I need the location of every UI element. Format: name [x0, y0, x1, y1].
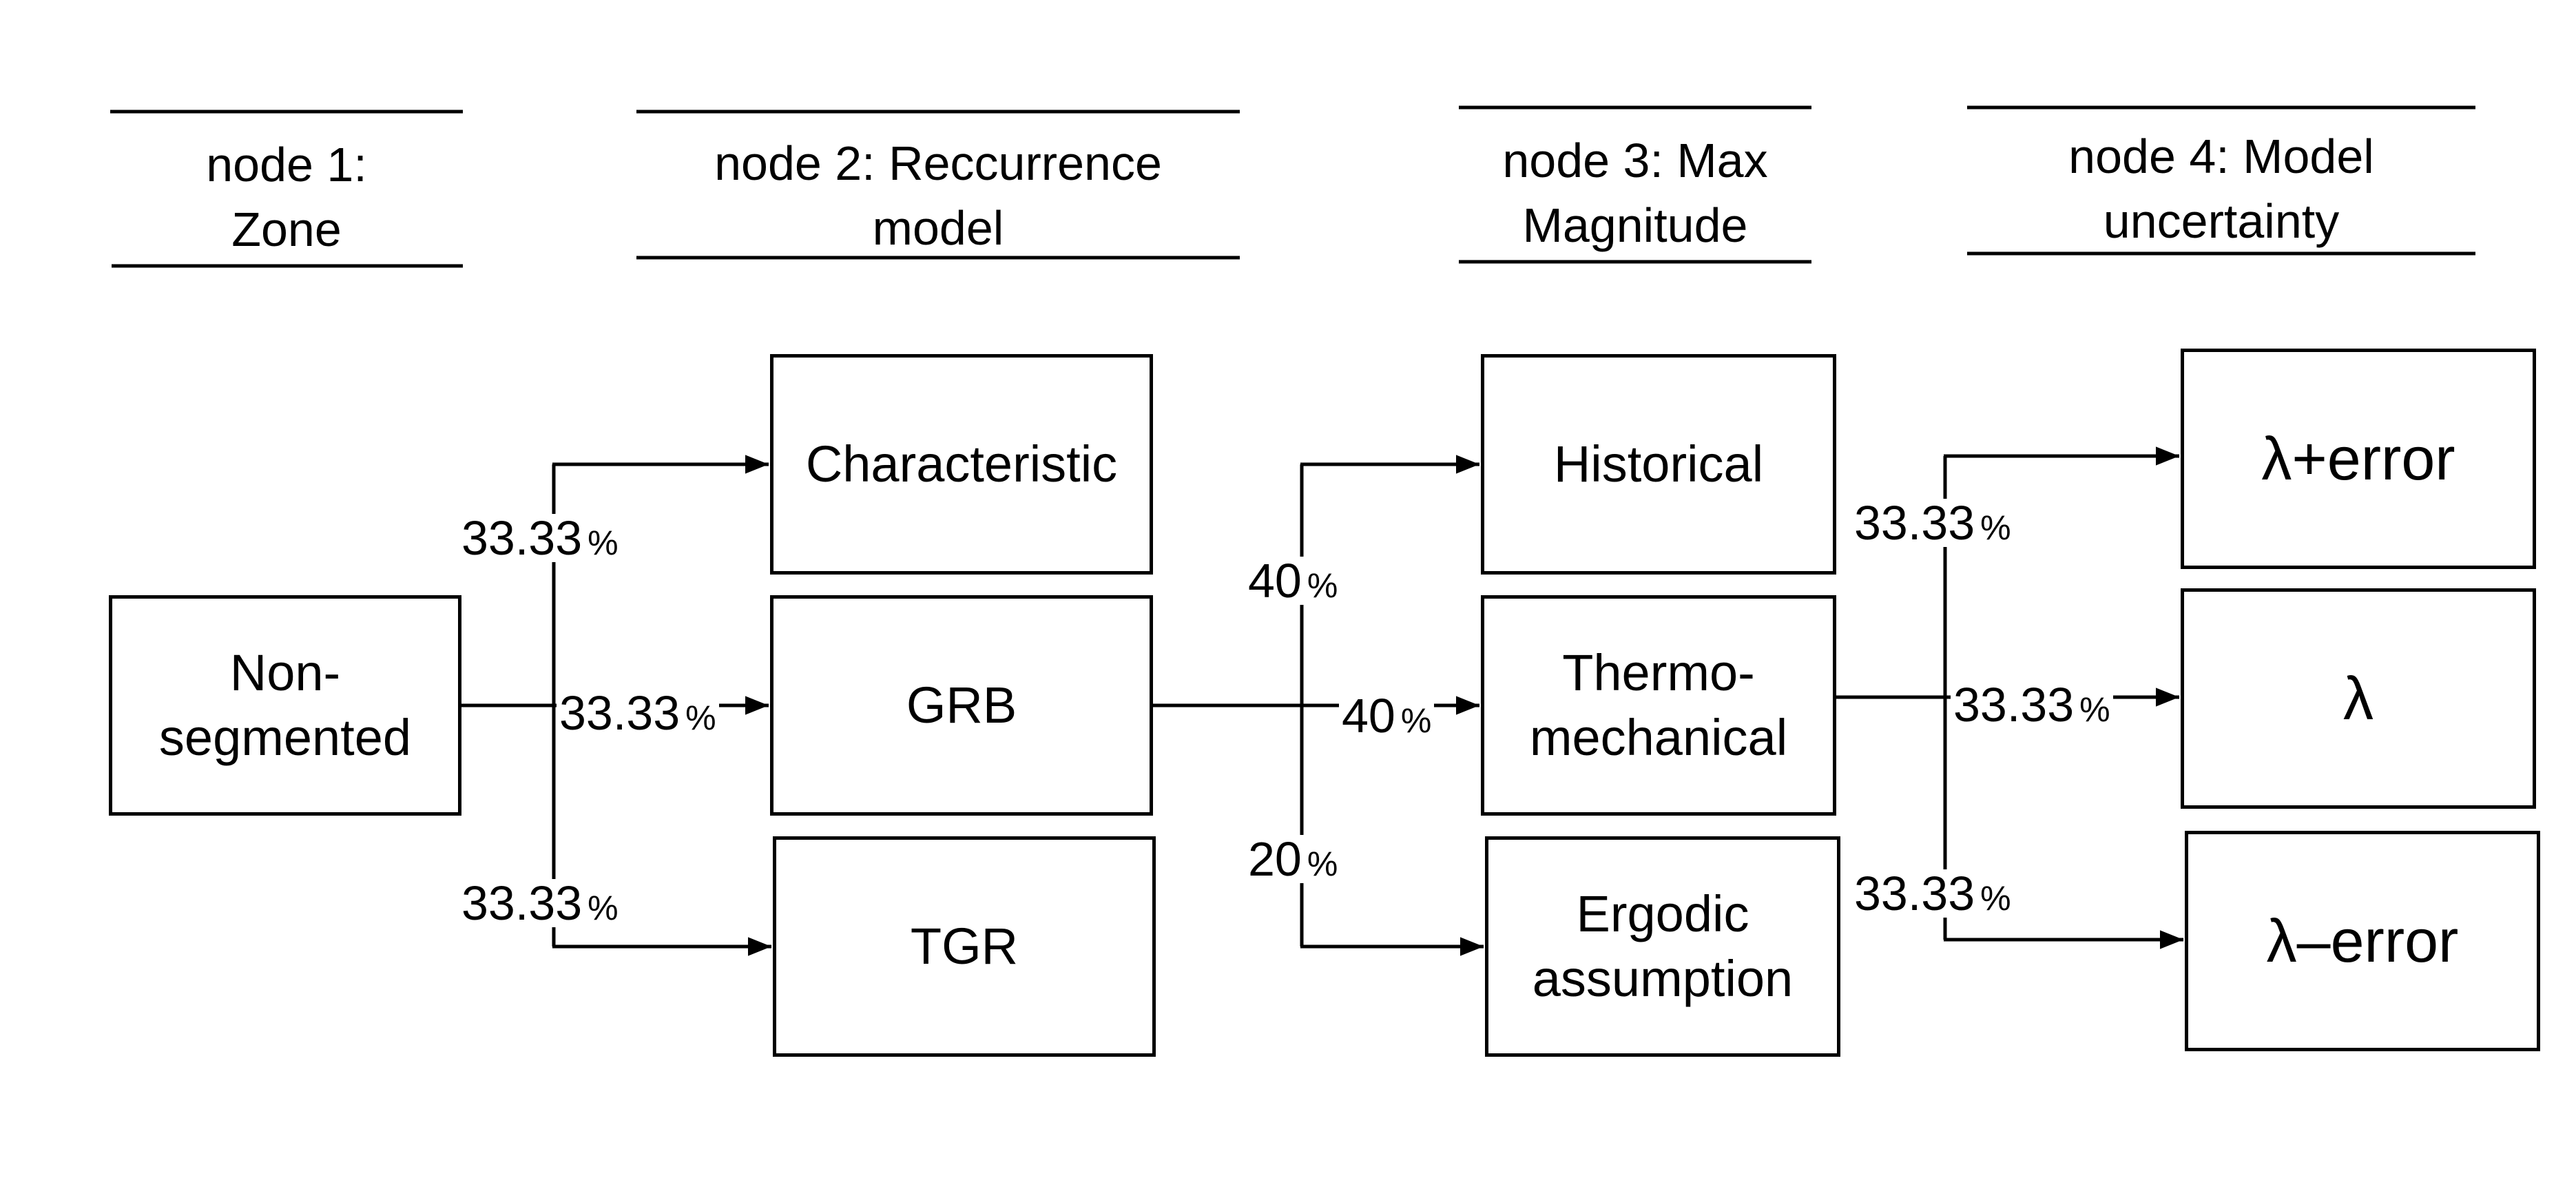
weight-ergodic-value: 20: [1248, 832, 1302, 886]
header-node-4: node 4: Model uncertainty: [1967, 124, 2475, 254]
node-magnitude-thermo-line1: Thermo-: [1562, 644, 1755, 701]
node-recurrence-tgr: TGR: [773, 836, 1156, 1057]
weight-lambda-minus-error: 33.33%: [1850, 869, 2015, 918]
weight-unit: %: [588, 524, 619, 562]
node-uncertainty-lambda-label: λ: [2343, 664, 2374, 732]
weight-thermo-value: 40: [1342, 689, 1395, 743]
header-node-4-line1: node 4: Model: [2068, 130, 2374, 183]
node-magnitude-thermo-mechanical: Thermo- mechanical: [1481, 595, 1836, 816]
weight-unit: %: [588, 889, 619, 927]
weight-characteristic-value: 33.33: [461, 511, 583, 565]
node-zone-line2: segmented: [158, 709, 412, 766]
weight-tgr: 33.33%: [457, 879, 623, 927]
weight-lambda-minus-value: 33.33: [1854, 867, 1975, 920]
weight-unit: %: [1307, 566, 1338, 605]
node-recurrence-tgr-label: TGR: [910, 918, 1019, 975]
weight-lambda-plus-value: 33.33: [1854, 496, 1975, 550]
weight-thermo-mechanical: 40%: [1339, 689, 1435, 743]
weight-historical-value: 40: [1248, 554, 1302, 608]
header-node-2: node 2: Reccurrence model: [636, 131, 1240, 260]
node-zone-non-segmented: Non- segmented: [109, 595, 461, 816]
node-uncertainty-lambda: λ: [2181, 588, 2536, 809]
node-uncertainty-lambda-plus-error: λ+error: [2181, 349, 2536, 569]
node-recurrence-characteristic: Characteristic: [770, 354, 1153, 575]
node-recurrence-characteristic-label: Characteristic: [805, 435, 1118, 493]
node-magnitude-ergodic-assumption: Ergodic assumption: [1485, 836, 1840, 1057]
header-node-2-line1: node 2: Reccurrence: [714, 136, 1162, 190]
node-magnitude-ergodic-line1: Ergodic: [1576, 885, 1749, 942]
node-recurrence-grb: GRB: [770, 595, 1153, 816]
header-node-1: node 1: Zone: [110, 132, 463, 262]
weight-characteristic: 33.33%: [457, 514, 623, 562]
weight-unit: %: [685, 699, 716, 737]
header-node-1-line1: node 1:: [206, 138, 367, 192]
node-uncertainty-minus-label: λ–error: [2266, 907, 2459, 975]
weight-grb-value: 33.33: [559, 686, 681, 740]
header-node-3-line2: Magnitude: [1522, 198, 1748, 252]
weight-historical: 40%: [1244, 557, 1342, 605]
header-node-2-line2: model: [872, 201, 1004, 255]
node-magnitude-thermo-line2: mechanical: [1529, 709, 1788, 766]
weight-unit: %: [2079, 690, 2110, 729]
node-uncertainty-plus-label: λ+error: [2261, 424, 2455, 493]
node-magnitude-historical: Historical: [1481, 354, 1836, 575]
weight-grb: 33.33%: [557, 689, 719, 737]
header-node-4-line2: uncertainty: [2103, 194, 2340, 248]
weight-lambda-value: 33.33: [1953, 678, 2075, 732]
weight-lambda: 33.33%: [1951, 681, 2113, 729]
header-rules: [110, 105, 2475, 268]
header-node-3: node 3: Max Magnitude: [1459, 128, 1811, 258]
weight-tgr-value: 33.33: [461, 876, 583, 930]
node-magnitude-ergodic-line2: assumption: [1532, 950, 1794, 1007]
weight-unit: %: [1980, 879, 2011, 918]
weight-ergodic: 20%: [1244, 835, 1342, 883]
weight-unit: %: [1307, 845, 1338, 883]
header-node-3-line1: node 3: Max: [1502, 134, 1768, 187]
header-node-1-line2: Zone: [231, 203, 342, 256]
weight-unit: %: [1980, 508, 2011, 547]
node-uncertainty-lambda-minus-error: λ–error: [2185, 831, 2540, 1051]
weight-lambda-plus-error: 33.33%: [1850, 499, 2015, 547]
node-zone-line1: Non-: [229, 644, 341, 701]
weight-unit: %: [1400, 701, 1432, 740]
node-recurrence-grb-label: GRB: [906, 676, 1017, 734]
node-magnitude-historical-label: Historical: [1553, 435, 1764, 493]
